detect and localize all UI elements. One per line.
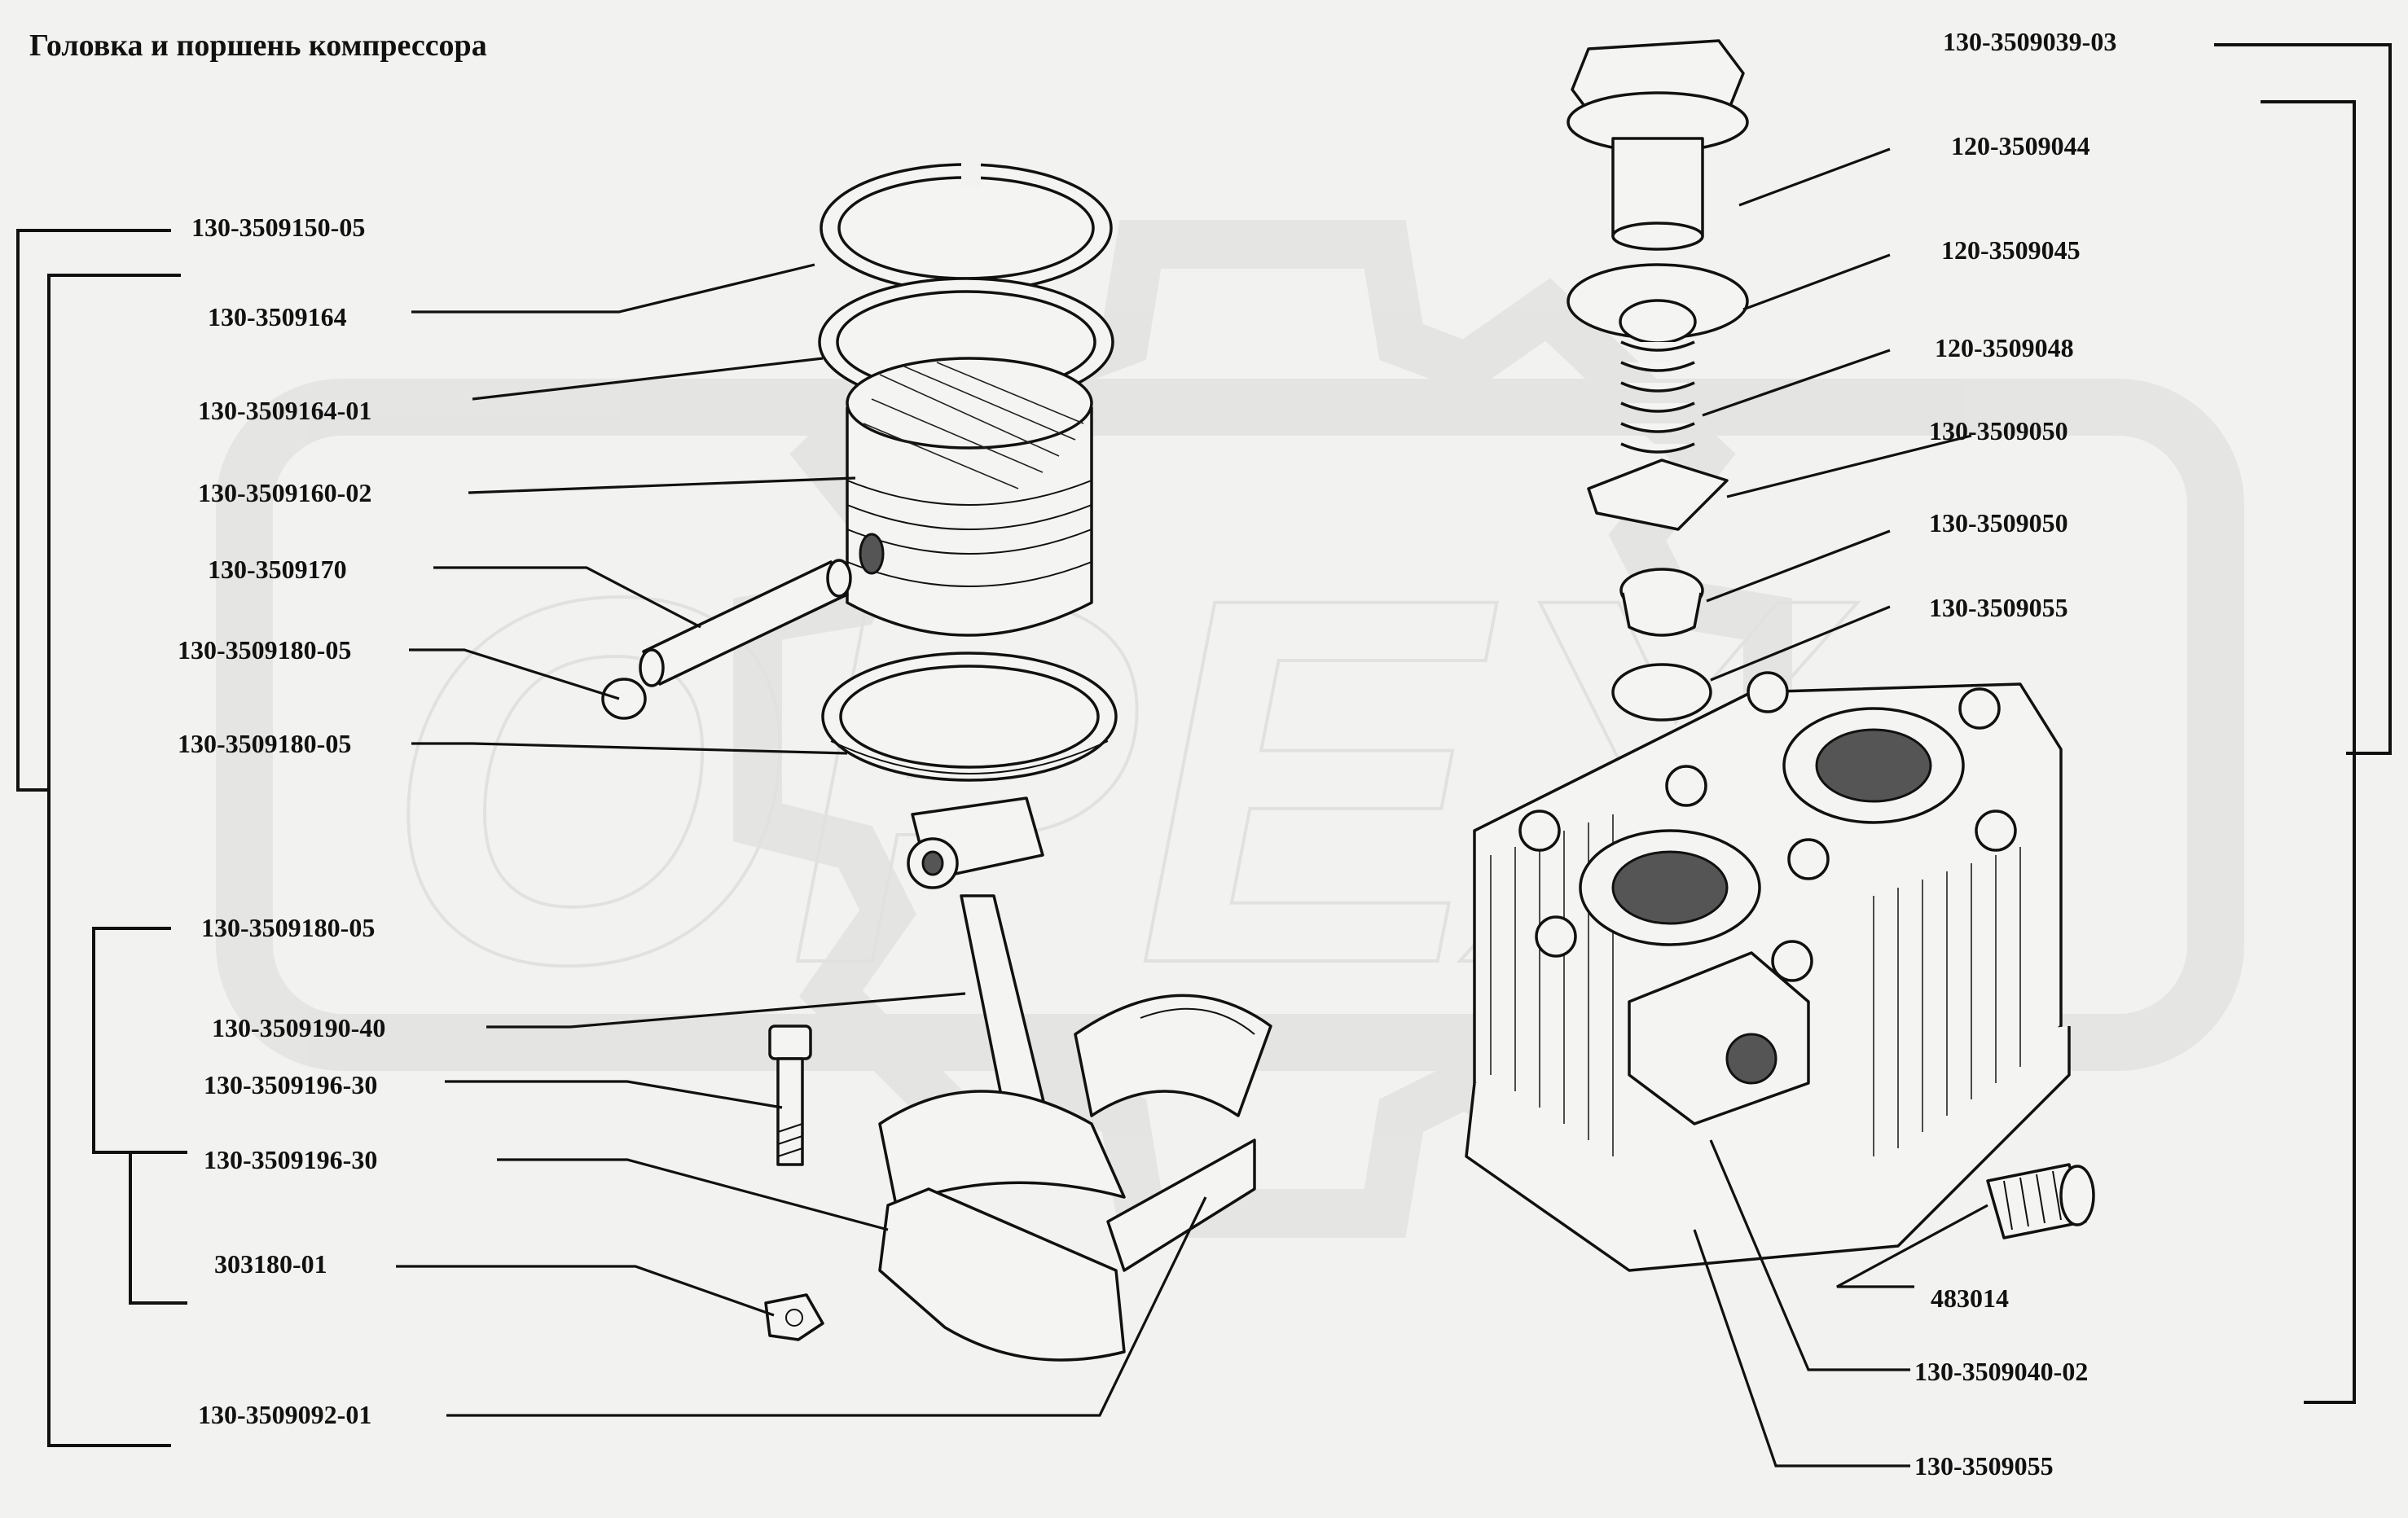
part-label: 130-3509180-05 (201, 913, 375, 942)
part-label: 130-3509180-05 (178, 635, 351, 665)
part-label: 483014 (1931, 1283, 2009, 1313)
oil-ring (821, 652, 1118, 782)
valve-plate (1587, 458, 1729, 531)
part-label: 130-3509050 (1929, 508, 2068, 537)
part-label: 130-3509196-30 (204, 1070, 377, 1099)
part-label: 130-3509180-05 (178, 729, 351, 758)
part-label: 130-3509164-01 (198, 396, 371, 425)
plug-screw (1986, 1163, 2095, 1239)
part-label: 303180-01 (214, 1249, 327, 1279)
rod-bolt (768, 1024, 812, 1166)
piston (846, 357, 1093, 637)
cylinder-head (1465, 671, 2071, 1272)
part-label: 130-3509040-02 (1914, 1357, 2088, 1386)
snap-ring (601, 678, 647, 720)
part-label: 130-3509160-02 (198, 478, 371, 507)
rod-cap (878, 1138, 1256, 1362)
labels-left: 130-3509150-05 130-3509164 130-3509164-0… (178, 213, 385, 1429)
plug-bolt (1567, 39, 1749, 251)
bearing-shell-upper (1074, 994, 1272, 1117)
labels-right: 130-3509039-03 120-3509044 120-3509045 1… (1914, 27, 2116, 1481)
group-brackets (16, 43, 2392, 1447)
piston-ring-top (820, 155, 1113, 293)
valve-washer (1567, 263, 1749, 344)
valve-spring (1620, 340, 1695, 454)
part-label: 130-3509055 (1914, 1451, 2054, 1481)
connecting-rod (878, 796, 1126, 1207)
part-label: 130-3509039-03 (1943, 27, 2116, 56)
valve-seat (1619, 568, 1704, 637)
part-label: 130-3509150-05 (191, 213, 365, 242)
rod-nut (764, 1293, 824, 1341)
part-label: 120-3509048 (1935, 333, 2074, 362)
part-label: 130-3509092-01 (198, 1400, 371, 1429)
o-ring (1611, 663, 1712, 722)
part-label: 130-3509050 (1929, 416, 2068, 445)
part-label: 130-3509190-40 (212, 1013, 385, 1042)
leader-lines (396, 147, 1988, 1468)
part-label: 120-3509045 (1941, 235, 2081, 265)
part-label: 130-3509164 (208, 302, 347, 331)
page-title: Головка и поршень компрессора (29, 29, 487, 63)
piston-pin (639, 559, 852, 687)
part-label: 120-3509044 (1951, 131, 2090, 160)
part-label: 130-3509170 (208, 555, 347, 584)
part-label: 130-3509055 (1929, 593, 2068, 622)
part-label: 130-3509196-30 (204, 1145, 377, 1174)
